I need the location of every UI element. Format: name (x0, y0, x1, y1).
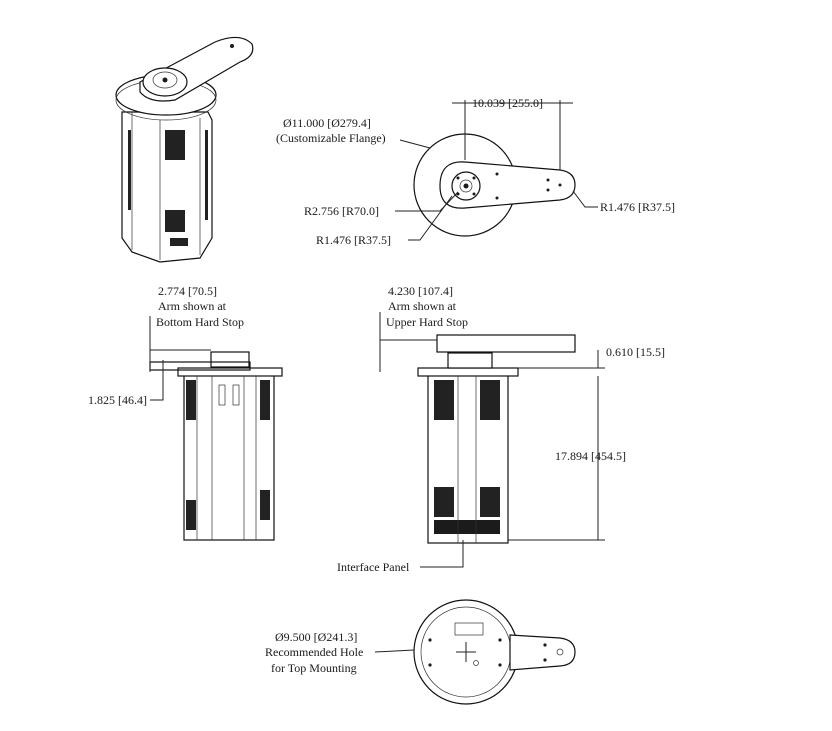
label-bottom-stop-dim: 2.774 [70.5] (158, 284, 217, 298)
label-upper-stop-line2: Upper Hard Stop (386, 315, 468, 329)
dimension-labels: Ø11.000 [Ø279.4] (Customizable Flange) 1… (88, 96, 675, 675)
label-arm-length: 10.039 [255.0] (472, 96, 543, 110)
label-total-height: 17.894 [454.5] (555, 449, 626, 463)
label-r-small-hub: R1.476 [R37.5] (316, 233, 391, 247)
label-side-height: 1.825 [46.4] (88, 393, 147, 407)
label-flange-thick: 0.610 [15.5] (606, 345, 665, 359)
label-flange-note: (Customizable Flange) (276, 131, 386, 145)
isometric-view (115, 36, 254, 263)
top-view (395, 100, 598, 241)
label-interface-panel: Interface Panel (337, 560, 410, 574)
label-flange-dia: Ø11.000 [Ø279.4] (283, 116, 371, 130)
label-upper-stop-line1: Arm shown at (388, 299, 457, 313)
label-upper-stop-dim: 4.230 [107.4] (388, 284, 453, 298)
label-hole-line1: Recommended Hole (265, 645, 363, 659)
side-view-left (149, 316, 283, 541)
bottom-view (374, 599, 576, 705)
side-view-right (379, 312, 605, 568)
label-bottom-stop-line1: Arm shown at (158, 299, 227, 313)
label-hole-dia: Ø9.500 [Ø241.3] (275, 630, 357, 644)
label-hole-line2: for Top Mounting (271, 661, 357, 675)
label-r-large: R2.756 [R70.0] (304, 204, 379, 218)
label-r-small-tip: R1.476 [R37.5] (600, 200, 675, 214)
label-bottom-stop-line2: Bottom Hard Stop (156, 315, 244, 329)
